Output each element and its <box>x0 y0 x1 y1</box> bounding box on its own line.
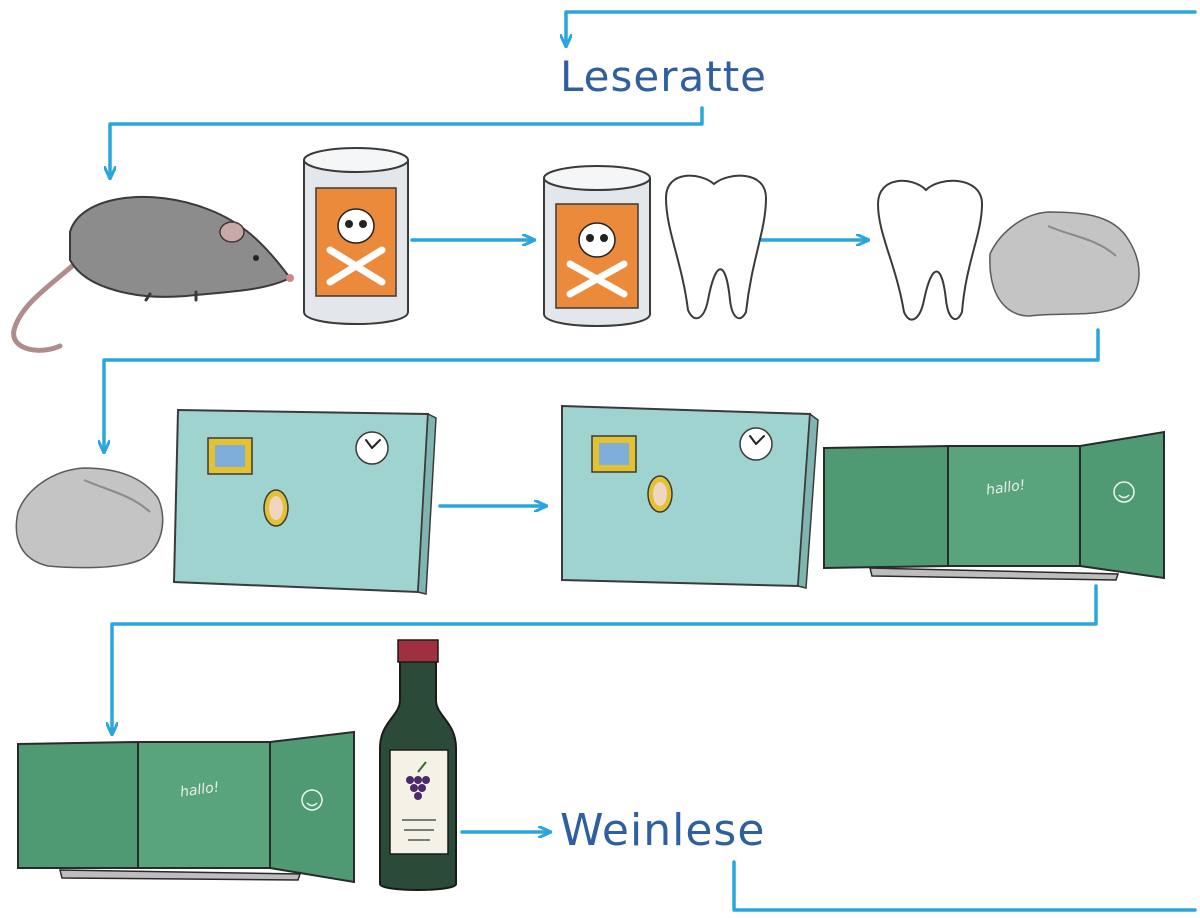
rock-icon <box>16 468 162 568</box>
pinboard-icon <box>174 410 436 594</box>
pinboard-icon <box>562 406 818 588</box>
row3-entry-arrow <box>112 586 1096 734</box>
chalkboard-icon: hallo! <box>824 432 1164 580</box>
tooth-icon <box>878 181 982 320</box>
loop-arrow-bottom <box>734 862 1195 910</box>
end-word-label: Weinlese <box>560 805 765 856</box>
loop-arrow-top <box>566 12 1195 46</box>
tooth-icon <box>666 176 766 319</box>
wine-bottle-icon <box>380 640 456 890</box>
poison-can-icon <box>304 148 408 324</box>
rat-icon <box>14 197 294 350</box>
start-word-label: Leseratte <box>560 52 767 101</box>
poison-can-icon <box>544 166 650 326</box>
chalkboard-icon: hallo! <box>18 732 354 882</box>
rock-icon <box>990 212 1139 316</box>
